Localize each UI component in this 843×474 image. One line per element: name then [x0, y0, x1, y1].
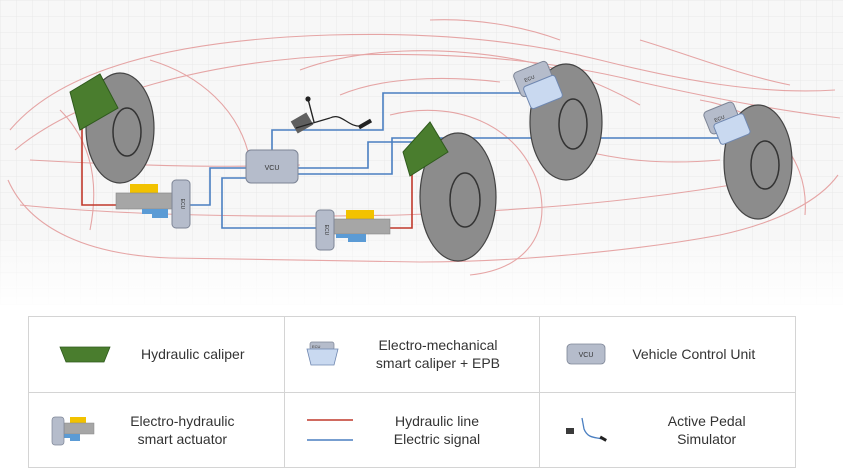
electric-signal-swatch: [306, 438, 353, 441]
em-caliper-label-line2: smart caliper + EPB: [375, 355, 501, 372]
eh-actuator-icon: [29, 413, 115, 447]
brake-by-wire-diagram: ECU ECU ECU ECU: [0, 0, 843, 305]
legend-cell-pedal: Active Pedal Simulator: [539, 391, 796, 468]
vcu-icon: VCU: [540, 342, 632, 366]
front-left-wheel: [402, 121, 497, 262]
legend-cell-eh-actuator: Electro-hydraulic smart actuator: [28, 391, 285, 468]
eh-actuator-label-line1: Electro-hydraulic: [130, 412, 235, 429]
em-caliper-icon: ECU: [285, 339, 363, 369]
hydraulic-caliper-rear-left: [69, 73, 119, 131]
car-sketch-outline: [7, 19, 841, 276]
legend-table: Hydraulic caliper ECU Electro-mechanical: [28, 316, 796, 468]
pedal-simulator-icon: [540, 415, 636, 445]
eh-actuator-label: Electro-hydraulic smart actuator: [115, 412, 284, 448]
pedal-label-line2: Simulator: [677, 430, 737, 447]
rear-right-wheel: ECU: [513, 60, 603, 181]
vcu-label: VCU: [265, 165, 280, 172]
em-caliper-rear-right: ECU: [513, 60, 563, 110]
vcu-desc-label: Vehicle Control Unit: [632, 346, 756, 363]
legend-cell-vcu: VCU Vehicle Control Unit: [539, 316, 796, 393]
eh-actuator-rear: ECU: [115, 179, 191, 229]
ecu-label-rear-right: ECU: [524, 74, 536, 84]
pedal-simulator-label: Active Pedal Simulator: [636, 412, 795, 448]
bottom-fade: [0, 240, 843, 305]
ecu-label-front-actuator: ECU: [323, 225, 329, 236]
pedal-label-line1: Active Pedal: [667, 412, 746, 429]
hydraulic-caliper-front-left: [402, 121, 449, 177]
hydraulic-line-swatch: [306, 418, 353, 421]
front-right-wheel: ECU: [703, 101, 793, 220]
ecu-icon-label: ECU: [312, 344, 321, 349]
hydraulic-caliper-label: Hydraulic caliper: [141, 346, 245, 363]
active-pedal-simulator: [290, 96, 373, 134]
eh-actuator-front: ECU: [315, 209, 391, 251]
vcu-icon-label: VCU: [579, 352, 594, 359]
em-caliper-label: Electro-mechanical smart caliper + EPB: [363, 336, 540, 372]
vcu-module: VCU: [245, 149, 299, 184]
hydraulic-caliper-icon: [29, 342, 141, 366]
em-caliper-label-line1: Electro-mechanical: [378, 337, 498, 354]
hydraulic-line-label: Hydraulic line: [394, 412, 479, 429]
line-labels: Hydraulic line Electric signal: [375, 412, 540, 448]
ecu-label-rear-actuator: ECU: [179, 199, 185, 210]
legend-cell-lines: Hydraulic line Electric signal: [283, 391, 541, 468]
ecu-label-front-right: ECU: [714, 114, 726, 124]
hydraulic-wiring: [81, 120, 413, 229]
legend-cell-hydraulic-caliper: Hydraulic caliper: [28, 316, 285, 393]
eh-actuator-label-line2: smart actuator: [137, 430, 228, 447]
legend-cell-em-caliper: ECU Electro-mechanical smart caliper + E…: [283, 316, 541, 393]
line-swatches: [285, 418, 375, 441]
em-caliper-front-right: ECU: [703, 101, 751, 145]
rear-left-wheel: [69, 72, 155, 184]
electric-signal-label: Electric signal: [393, 430, 481, 447]
